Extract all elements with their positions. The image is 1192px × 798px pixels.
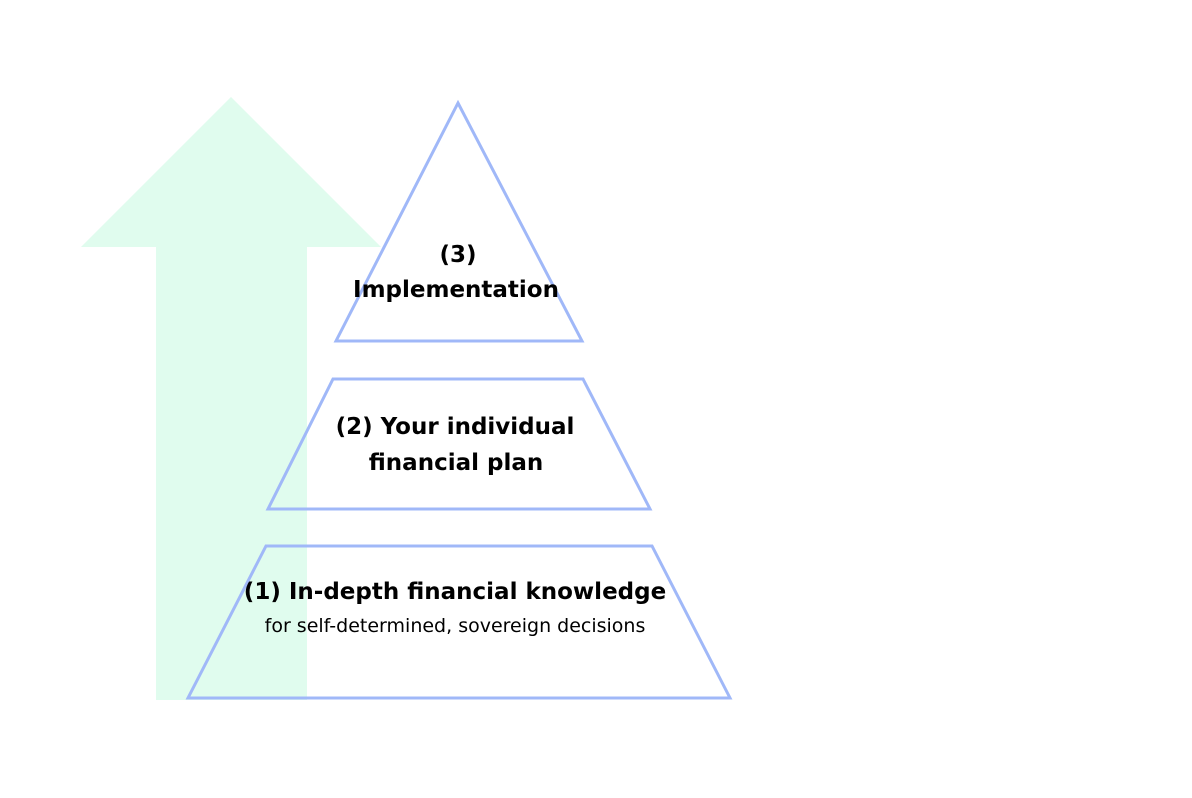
pyramid-level-3-triangle [333, 99, 585, 343]
upward-arrow [81, 97, 381, 700]
level-2-title-line1: (2) Your individual [335, 414, 575, 440]
level-2-title-line2: financial plan [368, 450, 544, 476]
pyramid-level-2-trapezoid [265, 377, 653, 511]
level-1-title: (1) In-depth financial knowledge [243, 579, 667, 605]
pyramid-level-1-trapezoid [185, 544, 733, 700]
level-3-title: Implementation [353, 277, 559, 303]
level-1-subtitle: for self-determined, sovereign decisions [264, 615, 646, 637]
level-3-number: (3) [439, 242, 477, 268]
